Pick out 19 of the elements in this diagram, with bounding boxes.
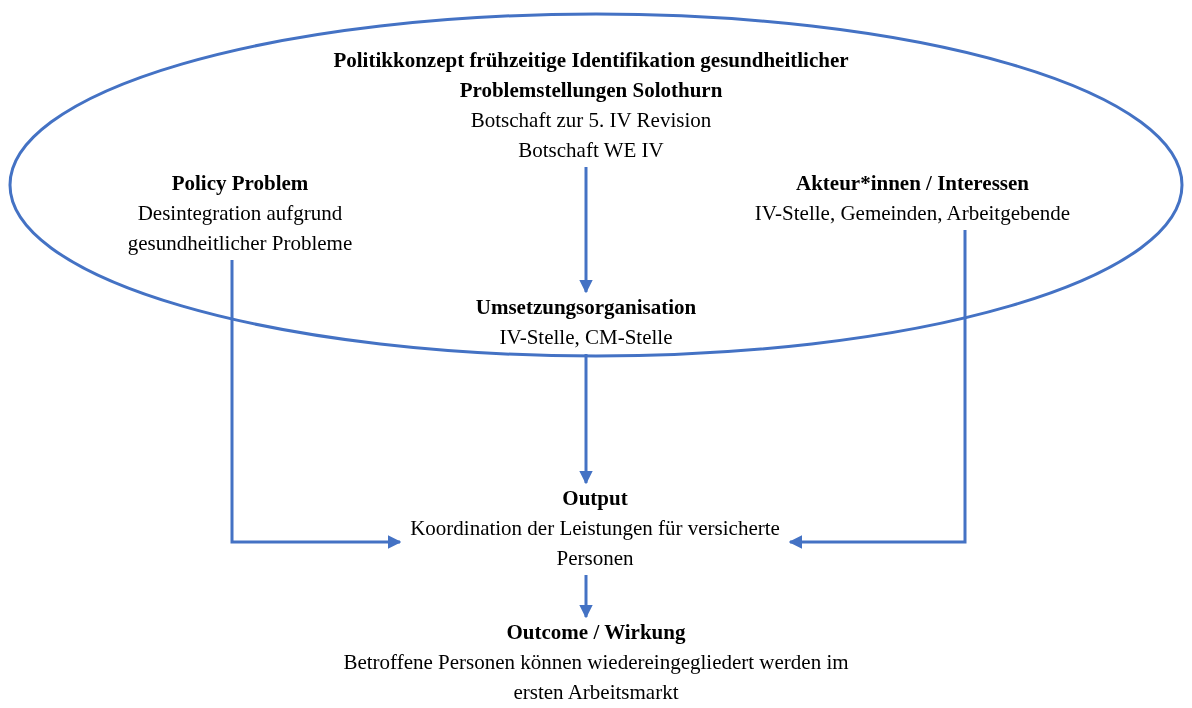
body-text: Koordination der Leistungen für versicherte Personen [409,515,781,572]
body-text: Botschaft WE IV [517,137,665,164]
arrow [579,354,593,485]
arrow [230,260,402,549]
heading: Policy Problem [170,170,310,197]
heading: Politikkonzept frühzeitige Identifikation gesundheitlicher Problemstellungen Solothurn [332,47,850,104]
arrow [579,167,593,294]
body-text: Betroffene Personen können wiedereingegliedert werden im ersten Arbeitsmarkt [342,649,850,706]
ellipse-frame [8,12,1184,358]
arrow [579,575,593,619]
heading: Output [561,485,629,512]
heading: Outcome / Wirkung [505,619,687,646]
body-text: Botschaft zur 5. IV Revision [469,107,713,134]
body-text: IV-Stelle, CM-Stelle [498,324,674,351]
arrow [788,230,967,549]
body-text: IV-Stelle, Gemeinden, Arbeitgebende [753,200,1072,227]
heading: Umsetzungsorganisation [474,294,698,321]
body-text: Desintegration aufgrund gesundheitlicher Probleme [126,200,354,257]
heading: Akteur*innen / Interessen [795,170,1030,197]
